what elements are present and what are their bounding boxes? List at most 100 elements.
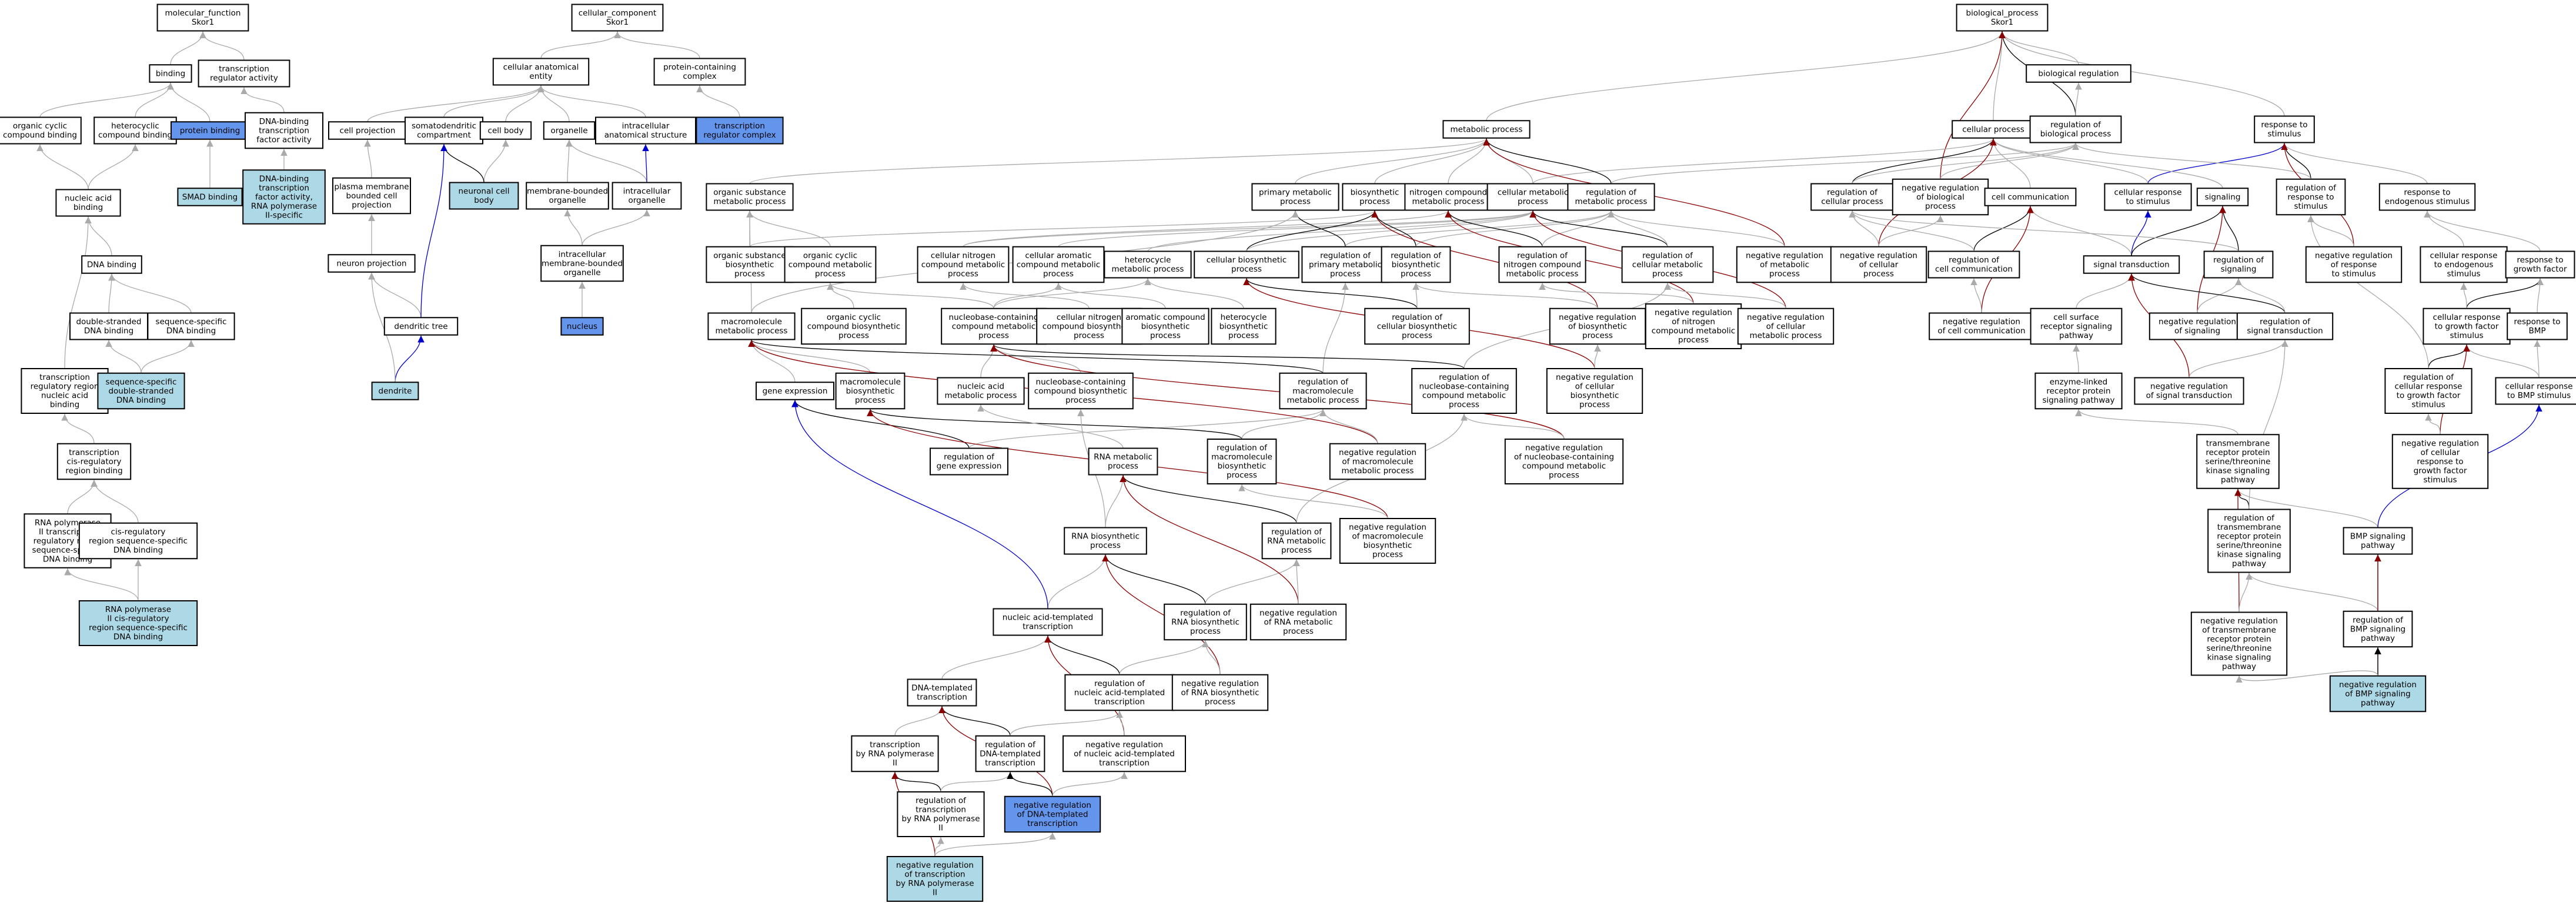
go-term-node-nucleus[interactable]: nucleus	[560, 317, 604, 336]
go-term-node-smad[interactable]: SMAD binding	[177, 188, 243, 206]
go-term-node-cell-body[interactable]: cell body	[479, 121, 532, 140]
go-term-node-sig-trans[interactable]: signal transduction	[2083, 255, 2180, 274]
go-term-node-gene-expr[interactable]: gene expression	[756, 382, 834, 400]
go-term-node-dendritic-tree[interactable]: dendritic tree	[383, 317, 459, 336]
go-term-node-dna-bind[interactable]: DNA binding	[81, 255, 142, 274]
go-term-node-bio-reg[interactable]: biological regulation	[2026, 64, 2131, 83]
go-term-node-cell-proj[interactable]: cell projection	[328, 121, 407, 140]
go-term-node-cell-proc[interactable]: cellular process	[1952, 120, 2035, 139]
go-term-node-dendrite[interactable]: dendrite	[371, 382, 419, 400]
go-term-node-signaling[interactable]: signaling	[2196, 188, 2249, 206]
go-term-node-prot-bind[interactable]: protein binding	[171, 121, 249, 140]
go-term-node-reg-nuc-met[interactable]: regulation ofnucleobase-containingcompou…	[1411, 368, 1517, 414]
go-term-node-neuron-proj[interactable]: neuron projection	[328, 254, 416, 273]
go-term-node-binding[interactable]: binding	[149, 64, 192, 83]
go-term-node-reg-macro-bio[interactable]: regulation ofmacromoleculebiosyntheticpr…	[1207, 439, 1277, 484]
go-term-node-cell-comm[interactable]: cell communication	[1984, 188, 2077, 206]
go-term-node-organelle[interactable]: organelle	[543, 121, 596, 140]
